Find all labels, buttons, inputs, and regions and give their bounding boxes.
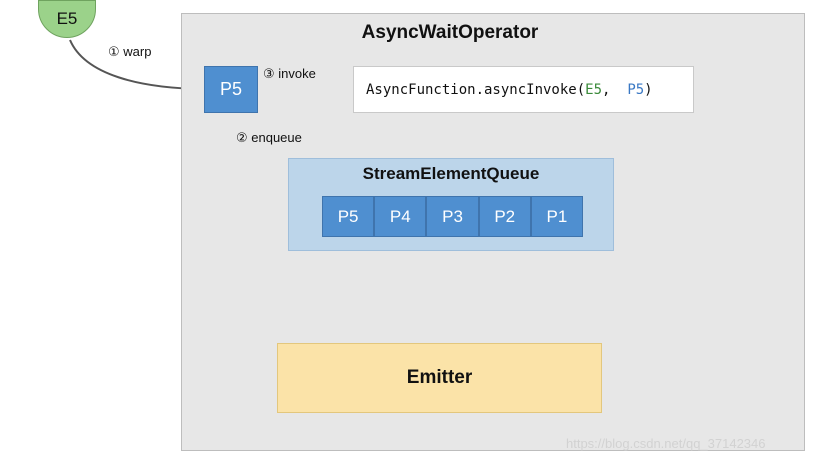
warp-arrow [69,39,203,93]
step-enqueue-label: ② enqueue [236,130,302,145]
queue-cell: P1 [530,196,584,237]
queue-cells: P5 P4 P3 P2 P1 [322,196,584,237]
emitter-box: Emitter [277,343,602,413]
operator-title: AsyncWaitOperator [361,22,539,43]
step-warp-label: ① warp [108,44,152,59]
invoke-call-suffix: ) [644,81,653,98]
step-invoke-label: ③ invoke [263,66,316,81]
queue-cell: P3 [426,196,479,237]
invoke-call-arg-element: E5 [585,81,603,98]
invoke-call-prefix: AsyncFunction.asyncInvoke( [366,81,586,98]
promise-p5: P5 [204,66,258,113]
queue-cell: P5 [322,196,375,237]
invoke-call-separator: , [602,81,619,98]
queue-cell: P2 [478,196,531,237]
queue-title: StreamElementQueue [362,164,540,183]
queue-cell: P4 [374,196,427,237]
watermark-text: https://blog.csdn.net/qq_37142346 [566,436,766,451]
async-invoke-call: AsyncFunction.asyncInvoke(E5, P5) [353,66,694,113]
invoke-call-arg-promise: P5 [627,81,645,98]
